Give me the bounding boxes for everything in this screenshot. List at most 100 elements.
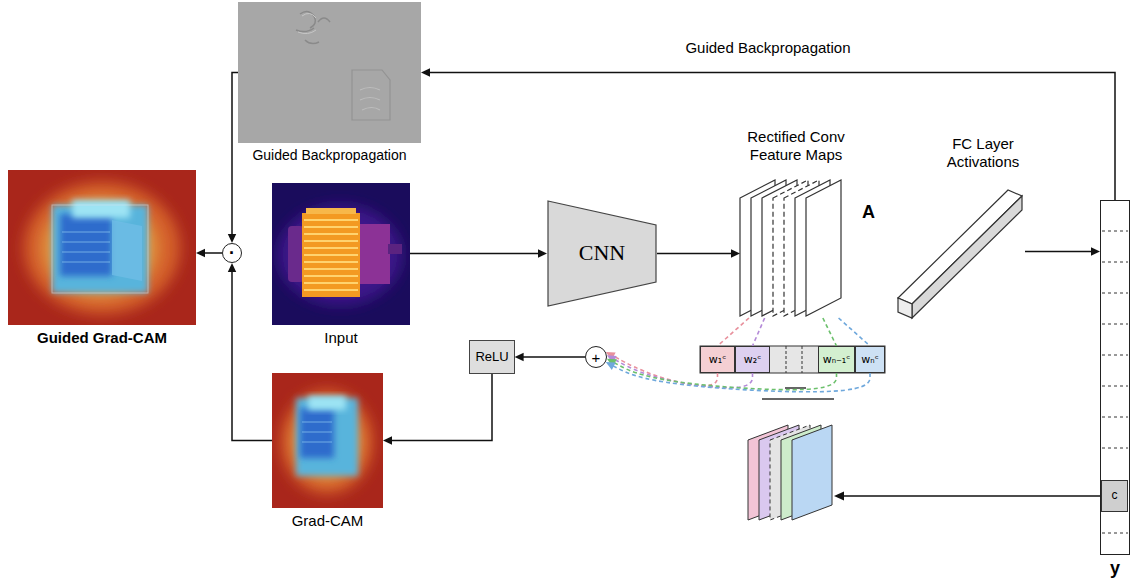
fc-layer-rod (898, 190, 1022, 318)
connector (196, 249, 222, 257)
connector (718, 318, 749, 346)
node-label: FC Layer Activations (923, 135, 1043, 171)
image-panel: Guided Backpropagation (238, 2, 421, 143)
cnn-block: CNN (547, 200, 657, 307)
arrowhead (731, 249, 740, 257)
weight-bar (700, 346, 885, 373)
thermal-input-image (272, 183, 410, 325)
feature-map (806, 180, 841, 316)
edge-label: Guided Backpropagation (682, 39, 853, 57)
arrowhead (515, 353, 524, 361)
connector-line (753, 318, 765, 346)
heat-region (308, 396, 346, 410)
relu-box: ReLU (469, 340, 514, 374)
node-label: Grad-CAM (292, 512, 364, 530)
rod-face (898, 190, 1022, 304)
label-slot: Rectified Conv Feature Maps (731, 128, 861, 164)
node-label: wₙ₋₁ᶜ (823, 353, 851, 366)
arrowhead (606, 362, 616, 370)
motor-shaft (388, 244, 402, 254)
gradient-trace (360, 88, 380, 111)
node-label: Rectified Conv Feature Maps (731, 128, 861, 164)
sum-node: + (585, 346, 607, 368)
connector-line (232, 271, 272, 441)
connector (823, 318, 837, 346)
image-ground (272, 183, 410, 325)
fc-layer: FC Layer Activations (898, 185, 1025, 318)
node-label: Input (324, 329, 357, 347)
connector-line (232, 73, 238, 236)
gradcam-image (272, 373, 383, 508)
bar (785, 387, 806, 389)
image-ground (238, 2, 421, 143)
label-slot: A (862, 202, 875, 224)
label-slot: Guided Backpropagation (252, 147, 406, 164)
heat-halo (24, 182, 180, 314)
rod-face (912, 196, 1022, 318)
multiply-node: · (222, 243, 242, 263)
node-label: CNN (579, 240, 625, 266)
trapezoid-shape (548, 201, 656, 306)
connector-line (429, 73, 1115, 201)
node-label: w₂ᶜ (744, 353, 761, 366)
weight-cell: wₙ₋₁ᶜ (818, 346, 855, 373)
motor-cap (288, 226, 304, 282)
guided-backprop-image (238, 2, 421, 143)
heat-halo (42, 198, 158, 298)
label-slot: Guided Grad-CAM (37, 329, 167, 347)
connector-line (204, 252, 222, 254)
cell-divider (1102, 231, 1128, 533)
output-vector-cells (1100, 200, 1130, 555)
arrow-line (843, 495, 1100, 497)
image-panel: Grad-CAM (272, 373, 383, 508)
gradient-trace (296, 11, 330, 43)
node-label: wₙᶜ (861, 353, 878, 366)
connector-line (523, 356, 585, 358)
arrowhead (421, 68, 430, 76)
node-label: c (1112, 488, 1118, 502)
heat-region (300, 408, 334, 458)
node-label: w₁ᶜ (709, 353, 726, 366)
label-slot: y (1110, 558, 1120, 580)
weight-cell: w₁ᶜ (700, 346, 735, 373)
connector-line (823, 318, 837, 346)
arrowhead (228, 234, 236, 243)
image-panel: Guided Grad-CAM (8, 170, 196, 325)
label-slot: Guided Backpropagation (682, 39, 853, 57)
arrowhead (1091, 247, 1100, 255)
heat-region (112, 220, 142, 281)
connector (421, 68, 1115, 200)
motor-body (302, 213, 360, 297)
image-ground (272, 373, 383, 508)
feature-map-stack (740, 180, 841, 316)
node-label: ReLU (475, 349, 508, 365)
connector (657, 249, 740, 257)
connector (410, 249, 547, 257)
label-slot: Grad-CAM (292, 512, 364, 530)
label-slot: Input (324, 329, 357, 347)
node-label: A (862, 202, 875, 224)
connector (228, 263, 272, 441)
connector (753, 318, 765, 346)
vector-ground (1100, 200, 1130, 555)
heat-halo (281, 390, 373, 494)
motor-ribs (62, 232, 110, 262)
output-vector: yc (1100, 200, 1130, 555)
node-label: y (1110, 558, 1120, 580)
gradient-trace (298, 13, 316, 33)
feature-maps: Rectified Conv Feature MapsA (740, 178, 852, 318)
bar (762, 398, 834, 400)
thermal-glow (278, 205, 402, 305)
connector (228, 73, 238, 244)
node-label: + (592, 350, 601, 365)
connector-line (657, 253, 732, 255)
arrowhead (834, 492, 844, 501)
guided-gradcam-image (8, 170, 196, 325)
connector-line (718, 318, 749, 346)
label-slot: FC Layer Activations (923, 135, 1043, 171)
motor-top (306, 208, 356, 214)
connector-line (410, 253, 539, 255)
gradient-trace (352, 70, 390, 120)
heat-region (72, 200, 130, 218)
